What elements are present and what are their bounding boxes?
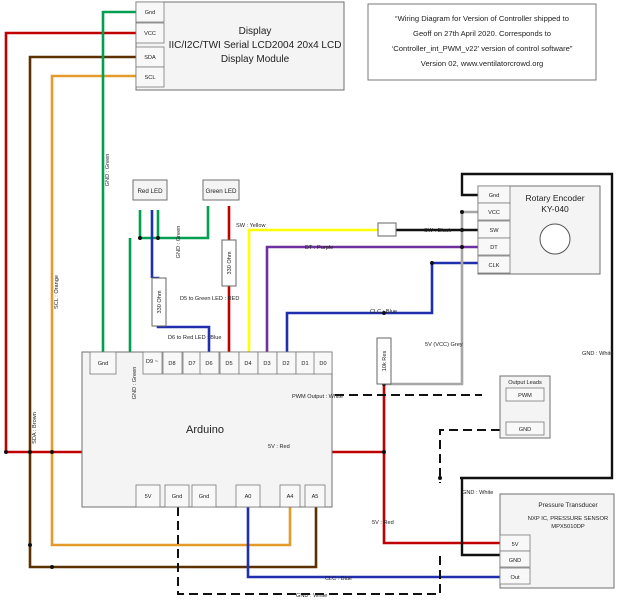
display-pin-vcc [135, 22, 165, 44]
pressure-transducer: 5V GND Out Pressure Transducer NXP IC, P… [499, 493, 615, 589]
rotary-pin-label: SW [489, 228, 499, 234]
wire-sw-yellow [247, 228, 378, 352]
red-led: Red LED [132, 179, 168, 201]
arduino-pin-d9: D9 ~ [146, 359, 159, 365]
arduino-pin-d0: D0 [319, 361, 326, 367]
note-line: Geoff on 27th April 2020. Corresponds to [413, 29, 551, 38]
label-scl-orange: SCL : Orange [54, 275, 60, 309]
wire-rotary-frame [460, 172, 614, 557]
knob-icon [539, 223, 571, 255]
wire-sda-brown [28, 55, 318, 569]
pressure-pin-out: Out [510, 575, 519, 581]
label-5v-red: 5V : Red [268, 444, 290, 450]
wire-gnd-white-out [439, 429, 500, 483]
label-5v-grey: 5V (VCC) Grey [425, 342, 463, 348]
resistor-330-green: 330 Ohm [221, 239, 237, 287]
wire-clc-blue-bottom [246, 507, 500, 579]
resistor-label: 10k Res [382, 351, 388, 372]
resistor-label: 330 Ohm [227, 251, 233, 274]
label-sw-yellow: SW : Yellow [236, 223, 266, 229]
wire-scl-orange [50, 74, 292, 547]
label-gnd-green-arduino: GND : Green [132, 367, 138, 400]
display-title: Display Module [221, 54, 290, 65]
label-sw-black: SW : Black [424, 228, 452, 234]
rotary-pin-label: CLK [489, 263, 500, 269]
arduino-pin-d8: D8 [168, 361, 175, 367]
arduino-board: Gnd D9 ~ D8 D7 D6 D5 D4 D3 D2 D1 D0 Ardu… [81, 351, 333, 508]
resistor-330-red: 330 Ohm [151, 277, 167, 327]
label-gnd-white-bottom: GND : White [296, 593, 327, 599]
arduino-pin-d4: D4 [244, 361, 251, 367]
arduino-pin-d7: D7 [188, 361, 195, 367]
pressure-pin-5v: 5V [512, 542, 519, 548]
label-dt-purple: DT : Purple [305, 245, 333, 251]
rotary-title: KY-040 [541, 204, 569, 214]
arduino-pin-a0: A0 [245, 494, 252, 500]
resistor-10k: 10k Res [376, 337, 392, 385]
rotary-title: Rotary Encoder [525, 193, 584, 203]
arduino-pin-gnd3: Gnd [199, 494, 210, 500]
arduino-pin-d6: D6 [205, 361, 212, 367]
display-title: IIC/I2C/TWI Serial LCD2004 20x4 LCD [169, 40, 342, 51]
output-pin-gnd: GND [519, 427, 531, 433]
rotary-pin-label: DT [490, 245, 498, 251]
label-pwm-white: PWM Output : White [292, 394, 343, 400]
label-gnd-green-led: GND : Green [176, 226, 182, 259]
version-note: “Wiring Diagram for Version of Controlle… [367, 3, 597, 81]
label-5v-red-bottom: 5V : Red [372, 520, 394, 526]
wire-dt-purple [265, 245, 478, 352]
pressure-pin-gnd: GND [509, 558, 521, 564]
arduino-pin-d2: D2 [282, 361, 289, 367]
arduino-pin-a4: A4 [287, 494, 294, 500]
sw-connector [377, 222, 397, 237]
arduino-label: Arduino [186, 424, 224, 436]
rotary-pin-label: VCC [488, 210, 500, 216]
output-pin-pwm: PWM [518, 393, 532, 399]
label-clc-blue: CLC : Blue [370, 309, 397, 315]
display-pin-gnd [135, 1, 165, 23]
wire-gnd-white-bottom [177, 507, 441, 595]
label-d5-red: D5 to Green LED : RED [180, 296, 239, 302]
green-led: Green LED [202, 179, 240, 201]
arduino-pin-5v: 5V [145, 494, 152, 500]
display-pin-label: Gnd [145, 10, 156, 16]
rotary-pin-label: Gnd [489, 193, 500, 199]
display-module: Gnd VCC SDA SCL Display IIC/I2C/TWI Seri… [135, 1, 345, 91]
label-gnd-white-right: GND : White [582, 351, 613, 357]
label-gnd-green-display: GND : Green [105, 154, 111, 187]
display-pin-scl [135, 66, 165, 88]
arduino-pin-d3: D3 [263, 361, 270, 367]
arduino-pin-a5: A5 [312, 494, 319, 500]
display-title: Display [239, 26, 272, 37]
label-d6-blue: D6 to Red LED : Blue [168, 335, 221, 341]
wire-gnd-green-display [101, 10, 136, 352]
note-line: ‘Controller_int_PWM_v22’ version of cont… [392, 44, 573, 53]
arduino-pin-gnd: Gnd [98, 361, 109, 367]
wire-vcc-grey [384, 210, 478, 386]
label-clc-blue-bottom: CLC : Blue [325, 576, 352, 582]
arduino-pin-d5: D5 [225, 361, 232, 367]
output-leads-title: Output Leads [508, 380, 542, 386]
green-led-label: Green LED [206, 188, 237, 195]
note-line: “Wiring Diagram for Version of Controlle… [395, 14, 569, 23]
pressure-title: Pressure Transducer [538, 502, 598, 509]
note-line: Version 02, www.ventilatorcrowd.org [421, 59, 543, 68]
resistor-label: 330 Ohm [157, 290, 163, 313]
arduino-pin-d1: D1 [301, 361, 308, 367]
display-pin-label: VCC [144, 31, 156, 37]
pressure-sub: MPX5010DP [551, 524, 585, 530]
label-sda-brown: SDA : Brown [32, 412, 38, 444]
red-led-label: Red LED [137, 188, 163, 195]
arduino-pin-gnd2: Gnd [172, 494, 183, 500]
rotary-encoder: Gnd VCC SW DT CLK Rotary Encoder KY-040 [477, 185, 601, 275]
display-pin-label: SCL [145, 75, 156, 81]
wire-clc-blue [285, 261, 478, 352]
label-gnd-white-mid: GND : White [462, 490, 493, 496]
output-leads: Output Leads PWM GND [499, 375, 551, 439]
pressure-sub: NXP IC, PRESSURE SENSOR [528, 516, 608, 522]
display-pin-label: SDA [144, 55, 156, 61]
junction-dots [4, 210, 464, 569]
